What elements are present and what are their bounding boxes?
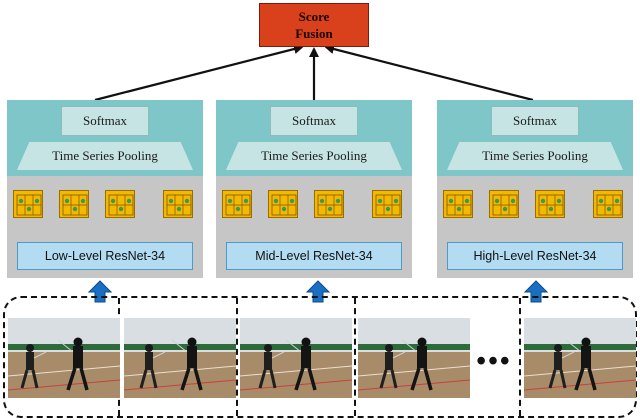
fencing-scene [240, 318, 352, 398]
cnn-block-detail [62, 194, 88, 216]
cnn-block-detail [166, 194, 192, 216]
cnn-block [59, 190, 89, 218]
time-series-pooling-label: Time Series Pooling [261, 148, 367, 163]
score-fusion-box: Score Fusion [259, 3, 369, 47]
score-fusion-line2: Fusion [295, 26, 333, 41]
cnn-block [13, 190, 43, 218]
softmax-box: Softmax [270, 106, 358, 136]
resnet-box: Mid-Level ResNet-34 [226, 242, 402, 270]
video-frame [240, 318, 352, 398]
cnn-block-detail [596, 194, 622, 216]
cnn-block-detail [492, 194, 518, 216]
branch-high: Softmax Time Series Pooling High-Level R… [437, 100, 633, 278]
cnn-block [268, 190, 298, 218]
cnn-block [372, 190, 402, 218]
time-series-pooling-label: Time Series Pooling [482, 148, 588, 163]
cnn-block-detail [375, 194, 401, 216]
fencing-scene [524, 318, 636, 398]
score-fusion-line1: Score [298, 9, 330, 24]
fencing-scene [124, 318, 236, 398]
frame-separator [354, 298, 356, 416]
frame-separator [519, 298, 521, 416]
cnn-block-detail [271, 194, 297, 216]
resnet-box: High-Level ResNet-34 [447, 242, 623, 270]
video-frame [124, 318, 236, 398]
time-series-pooling-label: Time Series Pooling [52, 148, 158, 163]
arrow-low-to-fusion [94, 44, 304, 102]
branch-low: Softmax Time Series Pooling Low-Level Re… [7, 100, 203, 278]
cnn-block [443, 190, 473, 218]
cnn-block [105, 190, 135, 218]
video-frame [524, 318, 636, 398]
frame-separator [236, 298, 238, 416]
fencing-scene [358, 318, 470, 398]
arrow-high-to-fusion [324, 44, 534, 102]
time-series-pooling-shape [226, 142, 402, 170]
cnn-block [489, 190, 519, 218]
video-frame [358, 318, 470, 398]
cnn-block [314, 190, 344, 218]
cnn-block-detail [538, 194, 564, 216]
resnet-box: Low-Level ResNet-34 [17, 242, 193, 270]
cnn-block-detail [108, 194, 134, 216]
cnn-block-detail [317, 194, 343, 216]
softmax-box: Softmax [61, 106, 149, 136]
branch-mid: Softmax Time Series Pooling Mid-Level Re… [216, 100, 412, 278]
fencing-scene [8, 318, 120, 398]
cnn-block [163, 190, 193, 218]
softmax-box: Softmax [491, 106, 579, 136]
cnn-block [593, 190, 623, 218]
cnn-block-detail [16, 194, 42, 216]
frame-ellipsis: ••• [476, 346, 512, 377]
video-frame-strip [3, 296, 637, 418]
time-series-pooling-shape [17, 142, 193, 170]
video-frame [8, 318, 120, 398]
cnn-block-detail [446, 194, 472, 216]
cnn-block-detail [225, 194, 251, 216]
time-series-pooling-shape [447, 142, 623, 170]
cnn-block [222, 190, 252, 218]
cnn-block [535, 190, 565, 218]
